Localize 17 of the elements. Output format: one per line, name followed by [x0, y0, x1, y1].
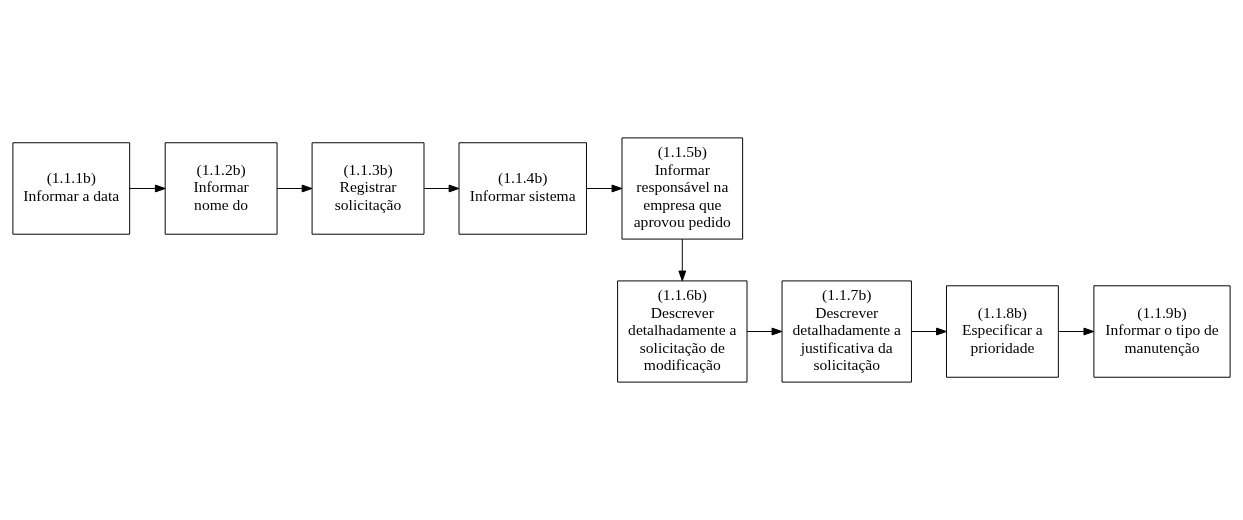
- arrow: [586, 184, 623, 193]
- arrow: [129, 184, 166, 193]
- node-box: (1.1.6b) Descrever detalhadamente a solicitação de modificação: [617, 280, 748, 383]
- arrow: [1058, 327, 1095, 336]
- arrow: [276, 184, 313, 193]
- node-box: (1.1.2b) Informar nome do: [164, 142, 278, 235]
- node-box: (1.1.4b) Informar sistema: [458, 142, 587, 235]
- arrow: [746, 327, 783, 336]
- arrow: [423, 184, 460, 193]
- node-box: (1.1.5b) Informar responsável na empresa que aprovou pedido: [621, 137, 744, 240]
- node-box: (1.1.9b) Informar o tipo de manutenção: [1093, 285, 1231, 378]
- node-box: (1.1.1b) Informar a data: [12, 142, 131, 235]
- arrow: [911, 327, 947, 336]
- node-box: (1.1.3b) Registrar solicitação: [311, 142, 425, 235]
- arrow: [678, 238, 687, 282]
- node-box: (1.1.8b) Especificar a prioridade: [946, 285, 1059, 378]
- node-box: (1.1.7b) Descrever detalhadamente a justificativa da solicitação: [781, 280, 912, 383]
